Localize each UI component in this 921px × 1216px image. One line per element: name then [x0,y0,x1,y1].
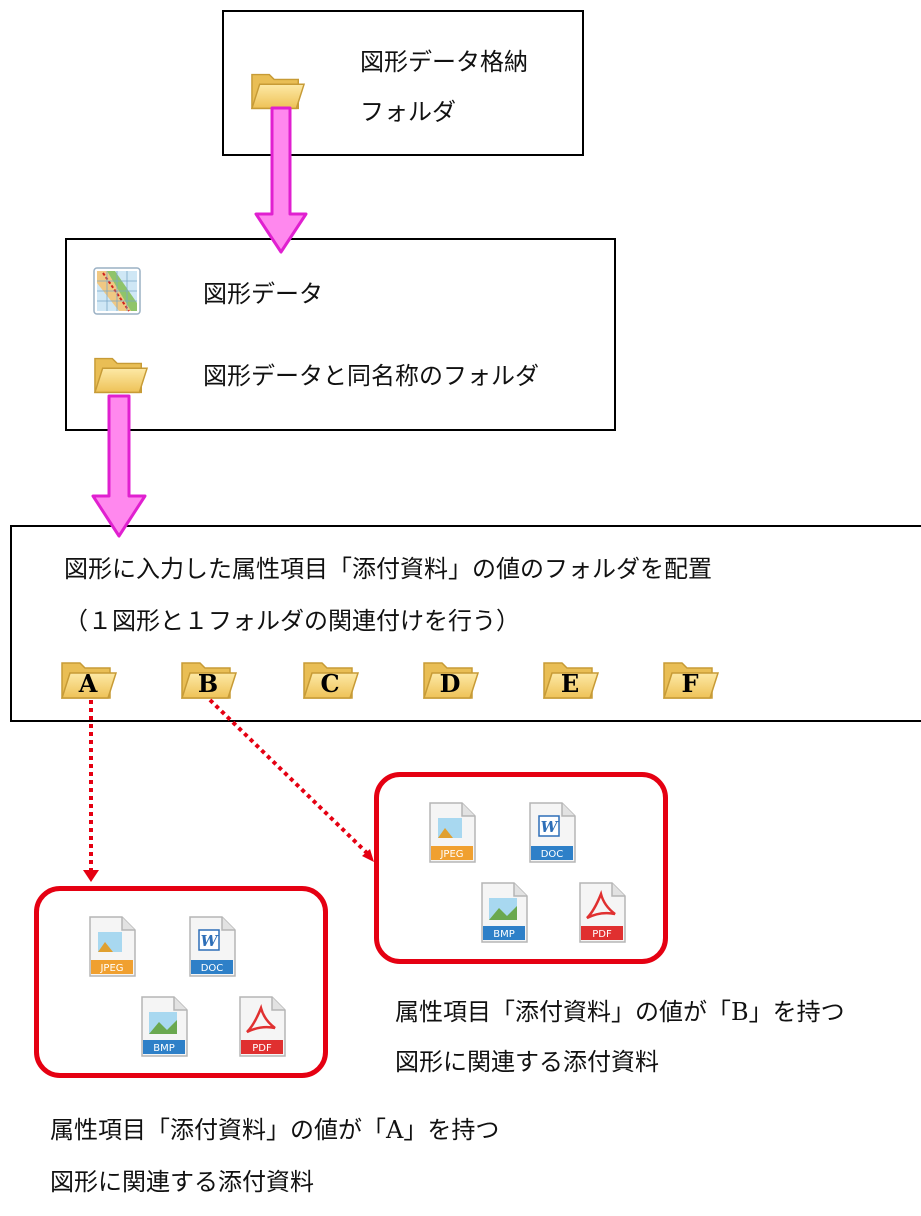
doc-file-icon[interactable]: W DOC [187,916,237,978]
jpeg-file-icon[interactable]: JPEG [427,802,477,864]
word-glyph: W [201,932,220,950]
dotted-arrowhead-b [362,849,374,862]
attribute-folder-box: 図形に入力した属性項目「添付資料」の値のフォルダを配置 （１図形と１フォルダの関… [10,525,921,722]
folder-a-label: A [78,669,98,698]
storage-folder-label-line1: 図形データ格納 [360,48,528,76]
folder-c-label: C [320,669,340,698]
folder-f-label: F [681,669,699,698]
caption-a-line1: 属性項目「添付資料」の値が「A」を持つ [50,1116,500,1144]
doc-type-label: DOC [201,963,224,974]
caption-a-line2: 図形に関連する添付資料 [50,1168,314,1196]
pdf-type-label: PDF [592,929,612,940]
folder-d-label: D [439,669,461,698]
folder-f[interactable]: F [662,657,720,703]
pdf-type-label: PDF [252,1043,272,1054]
pdf-file-icon[interactable]: PDF [577,882,627,944]
attribute-folder-desc-line2: （１図形と１フォルダの関連付けを行う） [64,607,520,635]
dotted-arrowhead-a [83,870,99,882]
jpeg-type-label: JPEG [99,963,123,974]
map-data-icon [93,267,141,315]
storage-folder-label-line2: フォルダ [360,98,456,126]
folder-a[interactable]: A [60,657,118,703]
folder-d[interactable]: D [422,657,480,703]
doc-type-label: DOC [541,849,564,860]
attachment-group-a: JPEG W DOC BMP PDF [34,886,328,1078]
dotted-link-b [208,698,370,856]
folder-c[interactable]: C [302,657,360,703]
doc-file-icon[interactable]: W DOC [527,802,577,864]
jpeg-type-label: JPEG [439,849,463,860]
shape-data-label: 図形データ [203,280,323,308]
pdf-file-icon[interactable]: PDF [237,996,287,1058]
caption-b-line2: 図形に関連する添付資料 [395,1048,659,1076]
arrow-down-icon [254,106,308,254]
bmp-file-icon[interactable]: BMP [139,996,189,1058]
word-glyph: W [541,818,560,836]
folder-b[interactable]: B [180,657,238,703]
folder-e-label: E [560,669,580,698]
bmp-file-icon[interactable]: BMP [479,882,529,944]
bmp-type-label: BMP [493,929,515,940]
same-name-folder-label: 図形データと同名称のフォルダ [203,362,539,390]
attribute-folder-desc-line1: 図形に入力した属性項目「添付資料」の値のフォルダを配置 [64,555,712,583]
bmp-type-label: BMP [153,1043,175,1054]
caption-b-line1: 属性項目「添付資料」の値が「B」を持つ [395,998,845,1026]
shape-data-box: 図形データ 図形データと同名称のフォルダ [65,238,616,431]
attachment-group-b: JPEG W DOC BMP PDF [374,772,668,964]
jpeg-file-icon[interactable]: JPEG [87,916,137,978]
folder-e[interactable]: E [542,657,600,703]
folder-b-label: B [197,669,219,698]
arrow-down-icon [91,394,147,538]
